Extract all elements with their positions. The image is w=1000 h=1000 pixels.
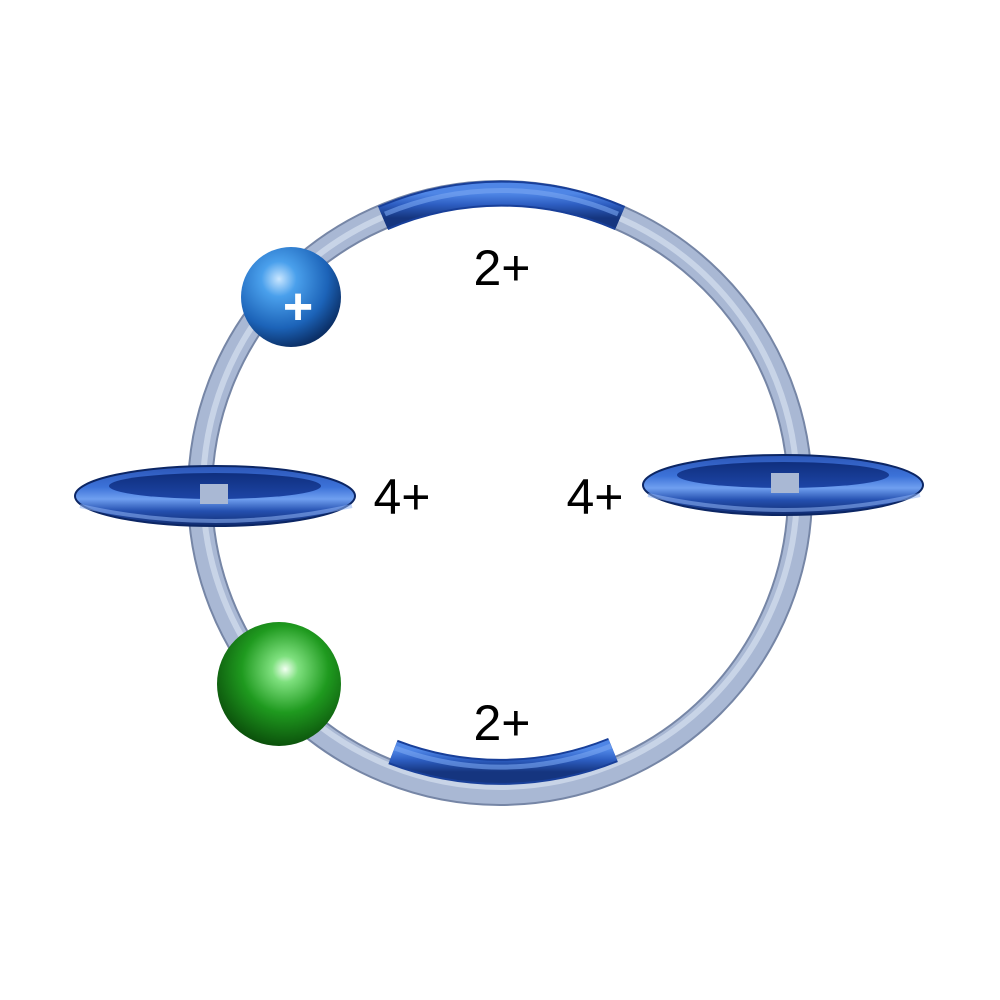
label-left-station: 4+ <box>373 469 430 525</box>
top-charged-segment <box>377 180 626 230</box>
label-right-station: 4+ <box>566 469 623 525</box>
bottom-charged-segment <box>388 737 618 785</box>
label-bottom-segment: 2+ <box>473 695 530 751</box>
right-station-ring <box>642 454 924 516</box>
blue-bead-plus-symbol: + <box>283 278 313 336</box>
green-bead <box>217 622 341 746</box>
blue-cation-bead: + <box>241 247 341 347</box>
left-station-ring <box>74 465 356 527</box>
label-top-segment: 2+ <box>473 240 530 296</box>
